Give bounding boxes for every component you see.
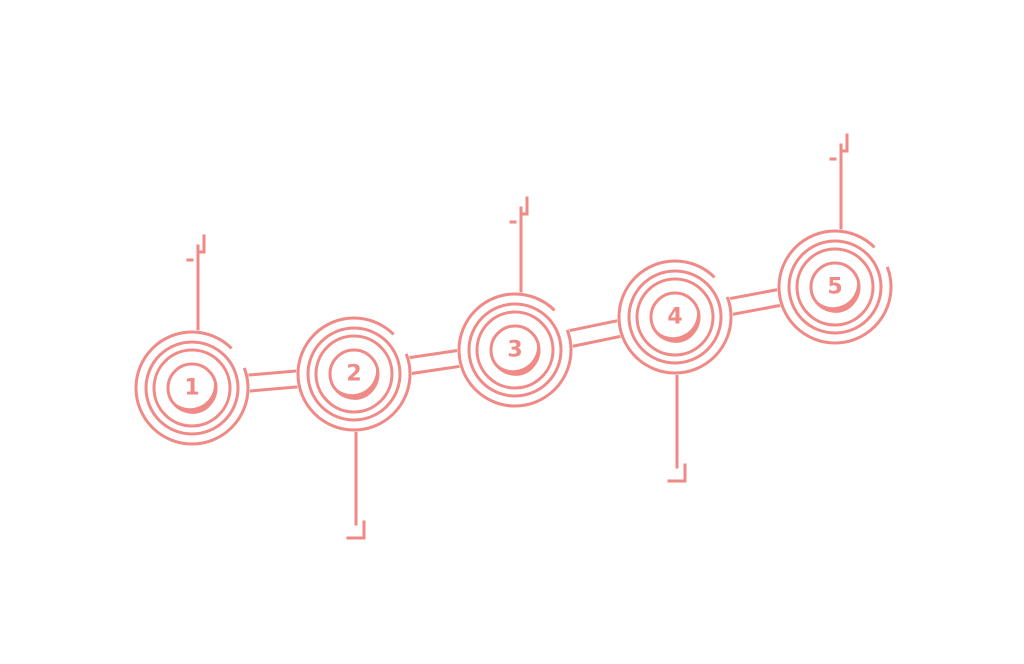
node-ring-2-2 <box>306 326 402 422</box>
step-node-2: 2 <box>296 316 412 432</box>
node-ring-2-3 <box>314 334 394 414</box>
node-backing-4 <box>617 259 733 375</box>
node-ring-2-1 <box>296 316 412 432</box>
node-ring-gap-2 <box>392 332 409 355</box>
node-crescent-3 <box>495 344 539 376</box>
node-backing-3 <box>457 292 573 408</box>
step-node-5: 5 <box>777 229 893 345</box>
node-ring-5-1 <box>777 229 893 345</box>
leader-group <box>186 133 849 540</box>
step-number-3: 3 <box>507 338 522 363</box>
node-backing-2 <box>296 316 412 432</box>
node-ring-gap-3 <box>553 308 570 331</box>
node-ring-gap-1 <box>230 346 247 369</box>
leader-bracket-1 <box>196 234 206 254</box>
step-number-1: 1 <box>184 376 199 401</box>
node-crescent-1 <box>172 382 216 414</box>
node-crescent-5 <box>815 281 859 313</box>
step-number-4: 4 <box>667 305 682 330</box>
node-ring-5-3 <box>795 247 875 327</box>
node-ring-3-2 <box>467 302 563 398</box>
node-ring-gap-4 <box>713 275 730 298</box>
leader-bracket-5 <box>839 133 849 153</box>
step-node-4: 4 <box>617 259 733 375</box>
node-ring-1-3 <box>152 348 232 428</box>
node-backing-1 <box>134 330 250 446</box>
leader-bracket-3 <box>519 196 529 216</box>
leader-bracket-4 <box>667 463 687 483</box>
node-backing-5 <box>777 229 893 345</box>
node-crescent-4 <box>655 311 699 343</box>
node-crescent-2 <box>334 368 378 400</box>
node-ring-1-1 <box>134 330 250 446</box>
step-number-5: 5 <box>827 275 842 300</box>
node-ring-1-2 <box>144 340 240 436</box>
node-ring-gap-5 <box>873 245 890 268</box>
node-ring-3-1 <box>457 292 573 408</box>
node-ring-5-2 <box>787 239 883 335</box>
leader-bracket-2 <box>346 520 366 540</box>
step-node-3: 3 <box>457 292 573 408</box>
step-number-2: 2 <box>346 362 361 387</box>
node-ring-4-2 <box>627 269 723 365</box>
node-ring-4-3 <box>635 277 715 357</box>
node-ring-3-3 <box>475 310 555 390</box>
node-ring-4-1 <box>617 259 733 375</box>
step-node-1: 1 <box>134 330 250 446</box>
